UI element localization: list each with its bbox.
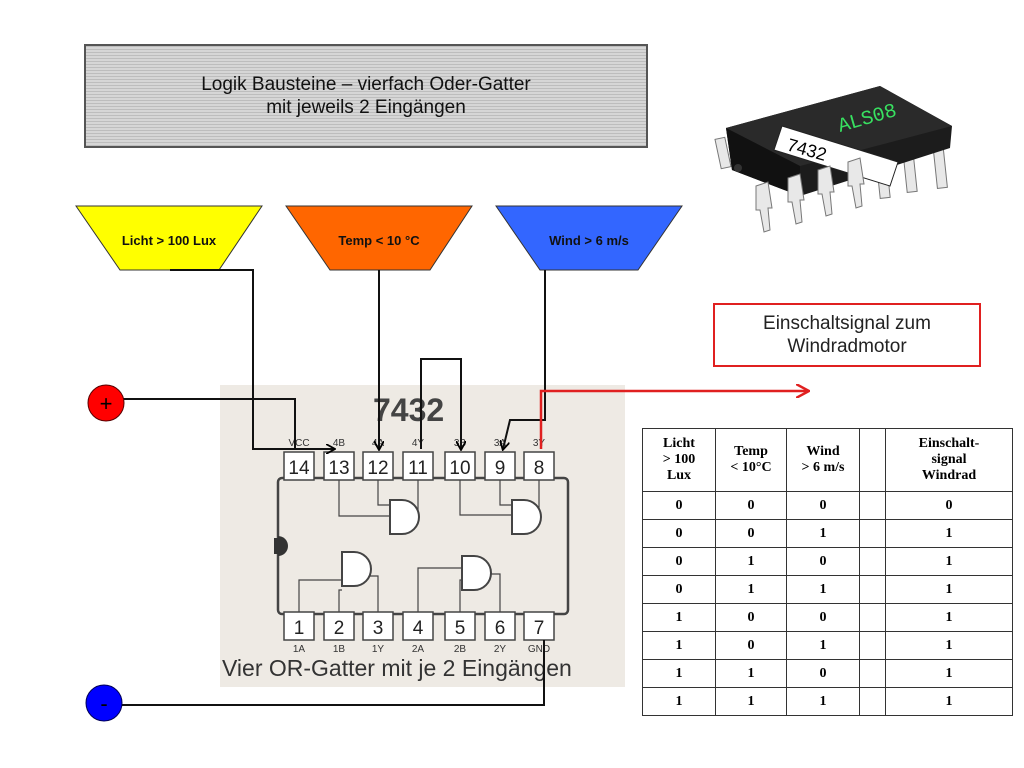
pin-label-3y: 3Y [533, 438, 546, 449]
pin-12: 12 [367, 458, 388, 479]
pin-label-4b: 4B [333, 438, 346, 449]
pin-9: 9 [495, 458, 506, 479]
pin-label-1b: 1B [333, 644, 346, 655]
ic-drawing [274, 451, 570, 641]
pin-13: 13 [328, 458, 349, 479]
wire-output-signal [539, 391, 808, 449]
pin-label-1y: 1Y [372, 644, 385, 655]
sensor-wind-label: Wind > 6 m/s [549, 233, 629, 248]
pin-14: 14 [288, 458, 310, 479]
wire-wind-to-pin9 [503, 270, 546, 449]
power-plus-terminal [87, 384, 125, 422]
header-empty [859, 428, 886, 492]
pin-11: 11 [408, 458, 428, 479]
header-output: Einschalt- signal Windrad [885, 428, 1013, 492]
title-line-1: Logik Bausteine – vierfach Oder-Gatter [201, 74, 531, 95]
pin-7: 7 [534, 618, 545, 639]
sensor-wind [495, 205, 683, 271]
pin-label-2y: 2Y [494, 644, 507, 655]
header-light: Licht > 100 Lux [642, 428, 716, 492]
pin-5: 5 [455, 618, 466, 639]
power-plus-label: + [100, 391, 113, 416]
sensor-light-label: Licht > 100 Lux [122, 233, 217, 248]
pin-6: 6 [495, 618, 506, 639]
signal-line-1: Einschaltsignal zum [763, 313, 931, 334]
truth-table: Licht > 100 Lux Temp < 10°C Wind > 6 m/s… [642, 428, 1013, 716]
power-minus-label: - [100, 691, 107, 716]
pin-label-vcc: VCC [288, 438, 309, 449]
title-line-2: mit jeweils 2 Eingängen [266, 97, 466, 118]
truth-table-header: Licht > 100 Lux Temp < 10°C Wind > 6 m/s… [642, 428, 1013, 492]
ic-caption: Vier OR-Gatter mit je 2 Eingängen [222, 655, 572, 681]
header-temp: Temp < 10°C [715, 428, 787, 492]
chip-photo: ALS08 7432 [714, 86, 952, 233]
wire-light-to-pin13 [170, 269, 334, 449]
header-wind: Wind > 6 m/s [786, 428, 860, 492]
signal-line-2: Windradmotor [787, 336, 907, 357]
pin-label-2b: 2B [454, 644, 467, 655]
wire-plus-to-pin14 [120, 398, 296, 449]
title-box: Logik Bausteine – vierfach Oder-Gatter m… [84, 44, 648, 148]
pin-8: 8 [534, 458, 545, 479]
wires [120, 269, 546, 706]
wire-pin11-to-pin10 [420, 358, 461, 449]
pin-2: 2 [334, 618, 345, 639]
pin-label-gnd: GND [528, 644, 550, 655]
sensor-temp-label: Temp < 10 °C [338, 233, 420, 248]
ic-title: 7432 [373, 392, 444, 428]
signal-box: Einschaltsignal zum Windradmotor [713, 303, 981, 367]
pin-label-2a: 2A [412, 644, 425, 655]
power-minus-terminal [85, 684, 123, 722]
wire-minus-to-pin7 [120, 640, 545, 706]
pin-1: 1 [294, 618, 305, 639]
pin-10: 10 [449, 458, 470, 479]
pin-4: 4 [413, 618, 424, 639]
pin-3: 3 [373, 618, 384, 639]
pin-label-1a: 1A [293, 644, 306, 655]
pin-label-4y: 4Y [412, 438, 425, 449]
sensor-temp [285, 205, 473, 271]
